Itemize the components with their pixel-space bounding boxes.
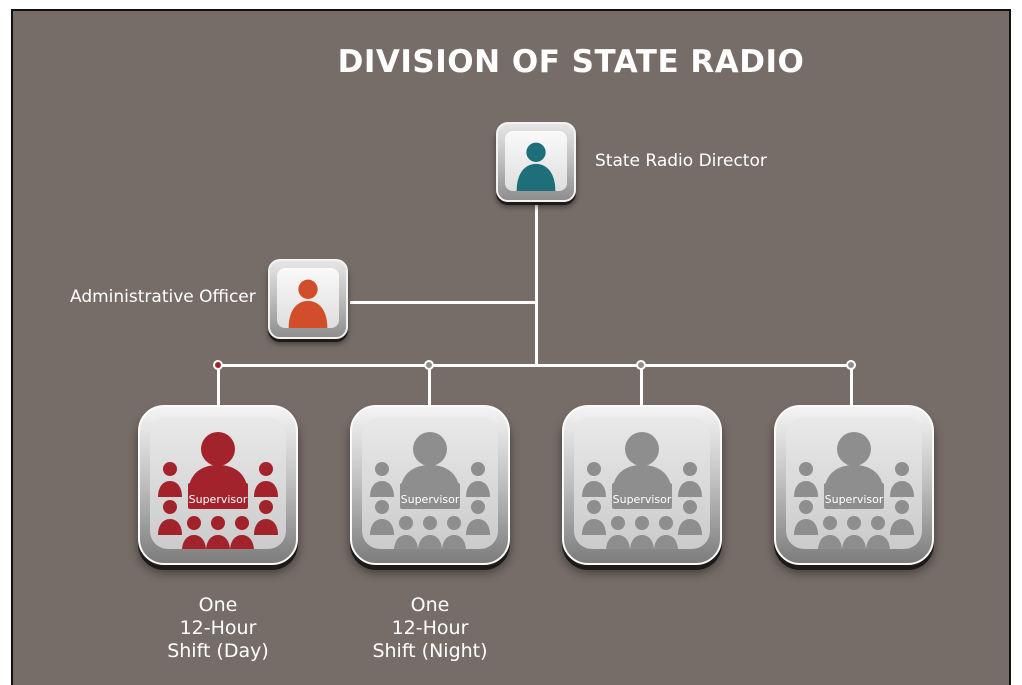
director-person-icon (516, 142, 556, 191)
connector-team-2 (428, 366, 431, 406)
team-node-day: Supervisor (138, 405, 298, 565)
director-label: State Radio Director (595, 151, 767, 171)
shift-line: 12-Hour (391, 617, 469, 639)
team-icon (370, 432, 490, 549)
connector-node-1 (213, 360, 223, 370)
connector-team-1 (217, 366, 220, 406)
connector-team-4 (850, 366, 853, 406)
supervisor-label: Supervisor (824, 493, 884, 506)
shift-line: One (198, 594, 238, 616)
admin-label: Administrative Officer (70, 287, 256, 307)
team-node-4: Supervisor (774, 405, 934, 565)
supervisor-label: Supervisor (188, 493, 248, 506)
diagram-frame (11, 9, 1011, 685)
team-icon (158, 432, 278, 549)
admin-person-icon (288, 279, 328, 328)
shift-line: 12-Hour (179, 617, 257, 639)
team-node-night: Supervisor (350, 405, 510, 565)
team-node-3: Supervisor (562, 405, 722, 565)
team-inner: Supervisor (786, 417, 922, 549)
director-node (496, 122, 576, 202)
shift-line: One (410, 594, 450, 616)
shift-caption-day: One 12-Hour Shift (Day) (138, 594, 298, 663)
connector-node-2 (424, 360, 434, 370)
shift-caption-night: One 12-Hour Shift (Night) (350, 594, 510, 663)
admin-node (268, 259, 348, 339)
team-inner: Supervisor (150, 417, 286, 549)
connector-node-3 (636, 360, 646, 370)
team-inner: Supervisor (574, 417, 710, 549)
connector-admin-horizontal (350, 301, 538, 304)
connector-team-bus (218, 364, 854, 367)
team-inner: Supervisor (362, 417, 498, 549)
supervisor-label: Supervisor (400, 493, 460, 506)
connector-node-4 (846, 360, 856, 370)
team-icon (582, 432, 702, 549)
team-icon (794, 432, 914, 549)
connector-team-3 (640, 366, 643, 406)
connector-director-vertical (535, 200, 538, 366)
supervisor-label: Supervisor (612, 493, 672, 506)
page-title: DIVISION OF STATE RADIO (337, 44, 805, 80)
shift-line: Shift (Day) (167, 640, 269, 662)
shift-line: Shift (Night) (372, 640, 488, 662)
